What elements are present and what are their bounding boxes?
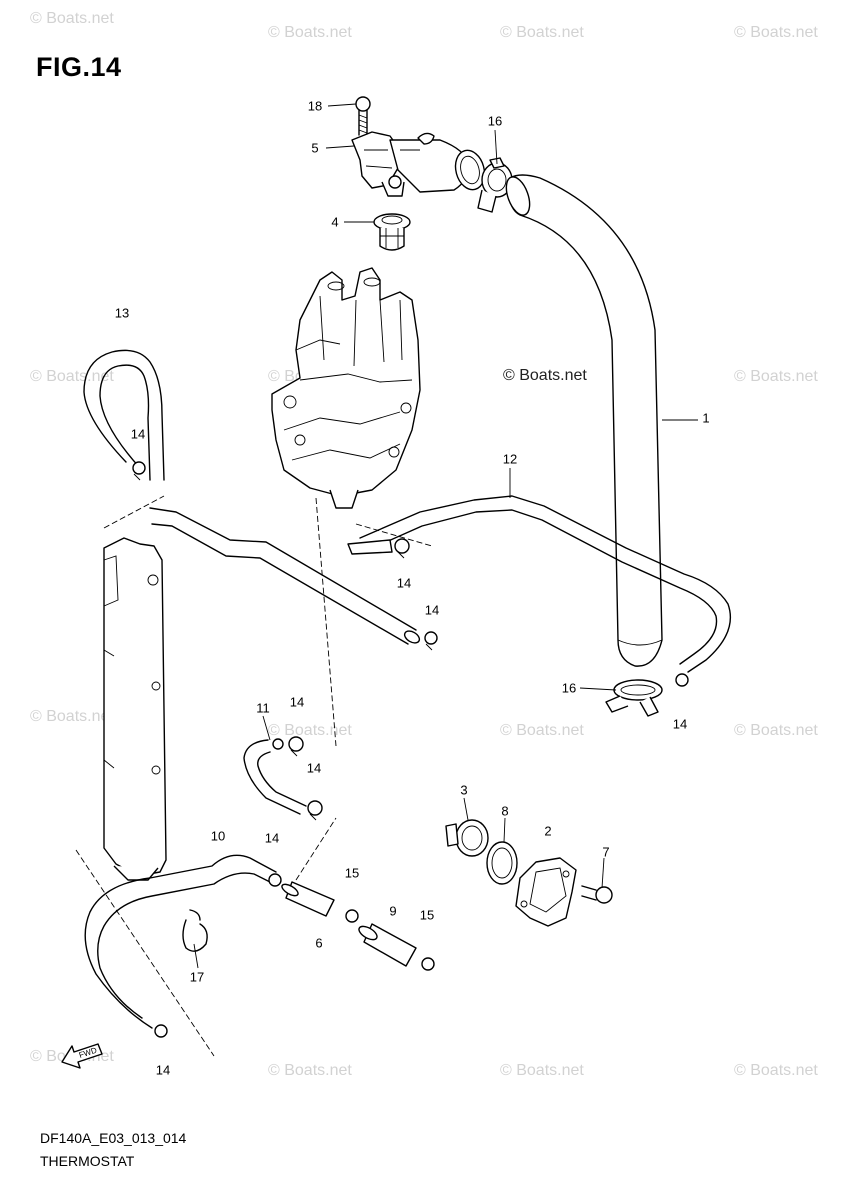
part-callout-11: 11: [256, 700, 270, 716]
part-callout-3: 3: [460, 782, 468, 798]
watermark: © Boats.net: [500, 24, 584, 41]
part-3-cap: [445, 819, 489, 857]
watermark: © Boats.net: [734, 1062, 818, 1079]
watermark: © Boats.net: [734, 24, 818, 41]
watermark: © Boats.net: [30, 10, 114, 27]
part-callout-7: 7: [602, 844, 610, 860]
dashed-reference-lines: [75, 495, 433, 1057]
part-10-hose: [84, 854, 277, 1029]
part-callout-9: 9: [389, 903, 397, 919]
part-callout-14: 14: [672, 716, 688, 732]
watermark: © Boats.net: [268, 1062, 352, 1079]
part-callout-8: 8: [501, 803, 509, 819]
part-callout-12: 12: [502, 451, 518, 467]
part-9-hose: [358, 923, 417, 967]
clamp-15-b: [421, 957, 435, 971]
part-callout-14: 14: [396, 575, 412, 591]
part-18-bolt: [355, 96, 371, 136]
watermark: © Boats.net: [734, 722, 818, 739]
part-callout-13: 13: [114, 305, 130, 321]
clamp-14-e: [307, 800, 323, 821]
clamp-14-d: [288, 736, 304, 757]
figure-name: THERMOSTAT: [40, 1153, 135, 1169]
part-callout-1: 1: [702, 410, 710, 426]
clamp-14-g: [675, 673, 689, 687]
part-callout-14: 14: [130, 426, 146, 442]
watermark: © Boats.net: [30, 708, 114, 725]
clamp-14-h: [154, 1024, 168, 1038]
part-callout-6: 6: [315, 935, 323, 951]
figure-title: FIG.14: [36, 52, 122, 82]
part-callout-15: 15: [344, 865, 360, 881]
part-12-hose: [149, 495, 732, 673]
clamp-15-a: [345, 909, 359, 923]
clamp-14-b: [394, 538, 410, 559]
part-14-clamps: [132, 461, 689, 1038]
part-13-hose: [83, 349, 165, 481]
clamp-14-a: [132, 461, 146, 481]
part-callout-16: 16: [561, 680, 577, 696]
part-callout-15: 15: [419, 907, 435, 923]
part-16-hose-clamp-lower: [605, 679, 663, 717]
clamp-14-f: [268, 873, 282, 887]
part-callout-17: 17: [189, 969, 205, 985]
part-callout-14: 14: [155, 1062, 171, 1078]
part-2-cover: [515, 857, 577, 927]
engine-cylinder-block: [271, 267, 421, 509]
center-watermark: © Boats.net: [503, 367, 587, 384]
part-4-thermostat: [373, 213, 411, 251]
fwd-arrow-icon: FWD: [61, 1043, 103, 1069]
part-callout-4: 4: [331, 214, 339, 230]
part-callout-10: 10: [210, 828, 226, 844]
leader-lines: [193, 103, 698, 969]
watermark: © Boats.net: [30, 368, 114, 385]
part-callout-14: 14: [424, 602, 440, 618]
part-11-hose: [243, 738, 307, 815]
part-callout-14: 14: [289, 694, 305, 710]
part-callout-14: 14: [264, 830, 280, 846]
clamp-14-c: [424, 631, 438, 651]
part-callout-2: 2: [544, 823, 552, 839]
part-callout-5: 5: [311, 140, 319, 156]
watermark: © Boats.net: [500, 722, 584, 739]
part-callout-16: 16: [487, 113, 503, 129]
watermark: © Boats.net: [500, 1062, 584, 1079]
watermark: © Boats.net: [268, 722, 352, 739]
part-8-o-ring: [486, 841, 518, 885]
part-7-bolt: [581, 885, 613, 904]
watermark: © Boats.net: [268, 24, 352, 41]
figure-code: DF140A_E03_013_014: [40, 1130, 187, 1146]
manifold-block: [103, 537, 167, 881]
part-5-thermostat-housing: [351, 131, 486, 197]
part-callout-18: 18: [307, 98, 323, 114]
part-17-clip: [182, 909, 208, 952]
part-1-main-hose: [505, 174, 663, 667]
part-6-pipe: [281, 881, 335, 917]
watermark: © Boats.net: [734, 368, 818, 385]
part-callout-14: 14: [306, 760, 322, 776]
